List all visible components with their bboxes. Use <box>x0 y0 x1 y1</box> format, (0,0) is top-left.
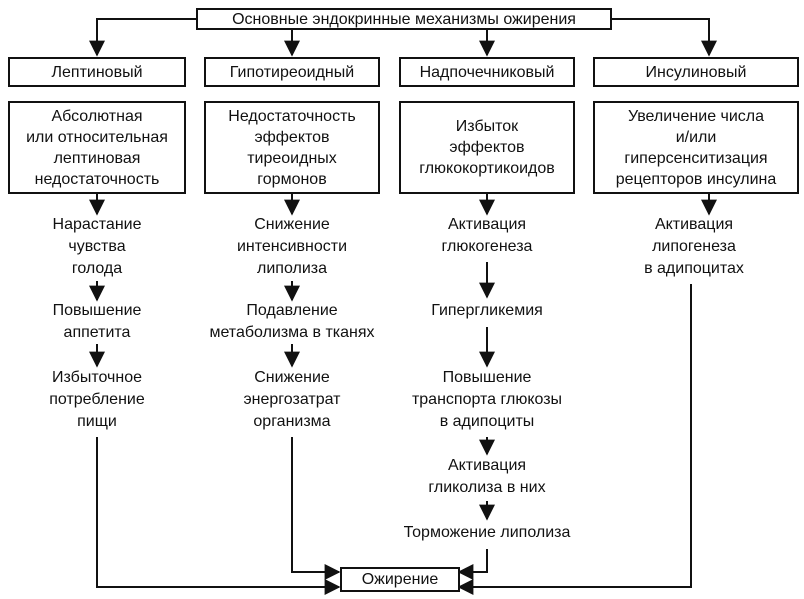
step-adrenal-glucose-transport: Повышение транспорта глюкозы в адипоциты <box>411 369 563 430</box>
cause-adrenal: Избыток эффектов глюкокортикоидов <box>419 118 555 177</box>
cause-leptin-box: Абсолютная или относительная лептиновая … <box>8 101 186 194</box>
header-insulin-box: Инсулиновый <box>593 57 799 87</box>
result-box: Ожирение <box>340 567 460 592</box>
step-leptin-appetite: Повышение аппетита <box>52 302 142 341</box>
fanout-line-right <box>612 18 717 57</box>
header-hypothyroid-box: Гипотиреоидный <box>204 57 380 87</box>
cause-insulin-box: Увеличение числа и/или гиперсенситизация… <box>593 101 799 194</box>
step-hypothyroid-metabolism: Подавление метаболизма в тканях <box>209 302 375 341</box>
root-title-box: Основные эндокринные механизмы ожирения <box>196 8 612 30</box>
connector-c4-to-result <box>457 284 692 595</box>
step-insulin-lipogenesis: Активация липогенеза в адипоцитах <box>644 216 744 277</box>
step-leptin-hunger: Нарастание чувства голода <box>52 216 142 277</box>
cause-hypothyroid-box: Недостаточность эффектов тиреоидных горм… <box>204 101 380 194</box>
header-hypothyroid: Гипотиреоидный <box>229 63 355 81</box>
cause-leptin: Абсолютная или относительная лептиновая … <box>26 107 168 188</box>
header-adrenal-box: Надпочечниковый <box>399 57 575 87</box>
header-insulin: Инсулиновый <box>645 63 747 81</box>
header-adrenal: Надпочечниковый <box>419 63 555 81</box>
header-leptin: Лептиновый <box>51 63 143 81</box>
step-adrenal-glycolysis: Активация гликолиза в них <box>428 457 546 496</box>
step-hypothyroid-lipolysis: Снижение интенсивности липолиза <box>236 216 348 277</box>
step-adrenal-hyperglycemia: Гипергликемия <box>431 302 543 319</box>
step-adrenal-glucogenesis: Активация глюкогенеза <box>441 216 533 255</box>
connector-c3-to-result <box>457 549 488 580</box>
step-adrenal-lipolysis-inhibition: Торможение липолиза <box>403 524 571 541</box>
header-leptin-box: Лептиновый <box>8 57 186 87</box>
connector-c1-to-result <box>96 437 341 595</box>
connector-c2-to-result <box>291 437 341 580</box>
fanout-line-left <box>89 18 196 57</box>
step-leptin-overeating: Избыточное потребление пищи <box>49 369 145 430</box>
cause-insulin: Увеличение числа и/или гиперсенситизация… <box>615 107 777 188</box>
root-title: Основные эндокринные механизмы ожирения <box>232 10 576 28</box>
cause-adrenal-box: Избыток эффектов глюкокортикоидов <box>399 101 575 194</box>
result-label: Ожирение <box>361 571 439 588</box>
cause-hypothyroid: Недостаточность эффектов тиреоидных горм… <box>228 107 356 188</box>
step-hypothyroid-energy: Снижение энергозатрат организма <box>243 369 341 430</box>
